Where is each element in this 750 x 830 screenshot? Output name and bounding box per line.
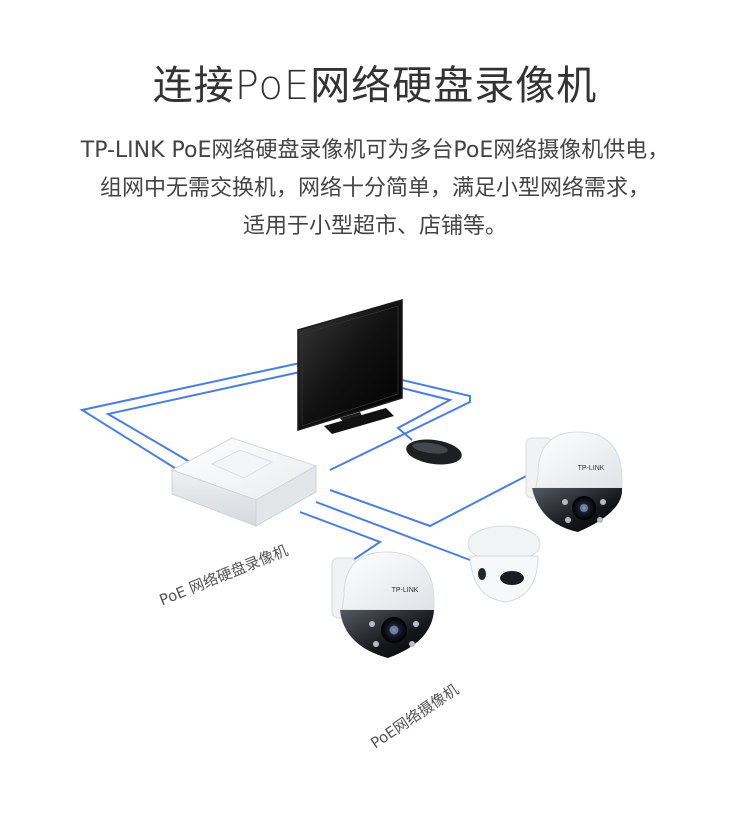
description-line-3: 适用于小型超市、店铺等。 <box>242 214 507 239</box>
camera-left-brand: TP-LINK <box>392 587 419 594</box>
turret-camera <box>467 525 541 603</box>
network-diagram: TP-LINK TP-LINK <box>0 280 750 826</box>
nvr-device <box>170 437 318 527</box>
cable-nvr-camera-left <box>299 511 383 567</box>
description-line-2: 组网中无需交换机，网络十分简单，满足小型网络需求， <box>99 176 650 201</box>
camera-right-brand: TP-LINK <box>578 465 605 472</box>
cable-nvr-turret <box>315 501 471 561</box>
dome-camera-right: TP-LINK <box>525 431 623 532</box>
cable-nvr-monitor-inner <box>105 371 301 463</box>
cable-monitor-camera-right <box>329 379 471 471</box>
description: TP-LINK PoE网络硬盘录像机可为多台PoE网络摄像机供电， 组网中无需交… <box>0 132 750 246</box>
network-diagram-svg: TP-LINK TP-LINK <box>79 299 623 658</box>
mouse <box>406 439 462 465</box>
description-line-1: TP-LINK PoE网络硬盘录像机可为多台PoE网络摄像机供电， <box>80 138 670 163</box>
page-title: 连接PoE网络硬盘录像机 <box>152 63 598 109</box>
cable-nvr-camera-right <box>329 473 531 528</box>
dome-camera-left: TP-LINK <box>331 551 435 658</box>
monitor <box>297 299 403 434</box>
